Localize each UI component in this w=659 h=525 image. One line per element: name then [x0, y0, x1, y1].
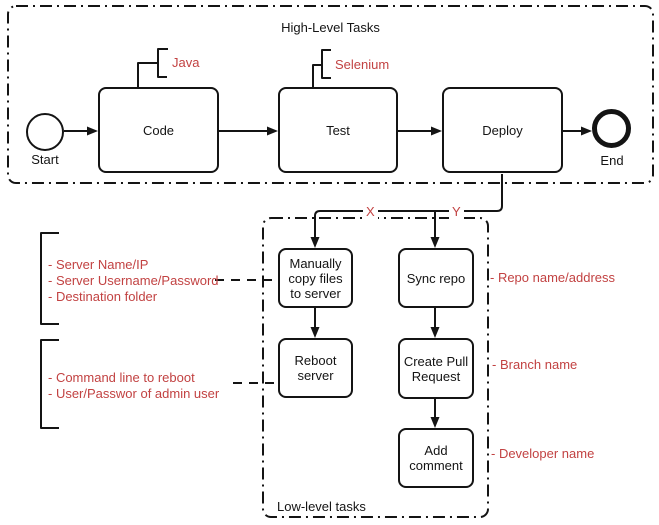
- task-deploy: Deploy: [442, 87, 563, 173]
- server-info-bracket: [40, 232, 59, 325]
- arrowheads: [87, 126, 592, 428]
- java-leader-line: [137, 62, 158, 87]
- high-level-title: High-Level Tasks: [281, 20, 380, 35]
- low-level-title: Low-level tasks: [277, 499, 366, 514]
- start-event-circle: [26, 113, 64, 151]
- task-sync-repo-label: Sync repo: [406, 270, 466, 286]
- selenium-leader-line: [312, 64, 322, 87]
- branch-label-y: Y: [449, 204, 464, 219]
- branch-label-x: X: [363, 204, 378, 219]
- task-reboot-server-label: Reboot server: [294, 353, 337, 383]
- annotation-server-info: - Server Name/IP - Server Username/Passw…: [48, 257, 219, 305]
- annotation-java: Java: [172, 55, 200, 70]
- task-add-comment-label: Add comment: [409, 443, 463, 473]
- task-create-pull-request: Create Pull Request: [398, 338, 474, 399]
- task-copy-files: Manually copy files to server: [278, 248, 353, 308]
- annotation-repo-name: - Repo name/address: [490, 270, 616, 285]
- selenium-bracket: [321, 49, 331, 79]
- annotation-reboot-info: - Command line to reboot - User/Passwor …: [48, 370, 219, 402]
- task-create-pull-request-label: Create Pull Request: [403, 353, 469, 384]
- annotation-line: - Command line to reboot: [48, 370, 195, 385]
- annotation-selenium: Selenium: [335, 57, 390, 72]
- task-copy-files-label: Manually copy files to server: [288, 255, 343, 301]
- task-code: Code: [98, 87, 219, 173]
- reboot-info-bracket: [40, 339, 59, 429]
- annotation-developer-name: - Developer name: [491, 446, 595, 461]
- end-event-circle: [592, 109, 631, 148]
- annotation-branch-name: - Branch name: [492, 357, 578, 372]
- end-label: End: [600, 153, 624, 168]
- high-level-container-border: [7, 5, 654, 184]
- annotation-line: - Server Username/Password: [48, 273, 219, 288]
- start-label: Start: [31, 152, 59, 167]
- annotation-line: - Destination folder: [48, 289, 158, 304]
- task-code-label: Code: [142, 122, 175, 138]
- java-bracket: [157, 48, 168, 78]
- task-reboot-server: Reboot server: [278, 338, 353, 398]
- task-test-label: Test: [326, 122, 350, 138]
- connector-deploy-branch-x: [314, 174, 503, 237]
- task-sync-repo: Sync repo: [398, 248, 474, 308]
- annotation-line: - Server Name/IP: [48, 257, 149, 272]
- task-deploy-label: Deploy: [482, 122, 523, 138]
- task-test: Test: [278, 87, 398, 173]
- task-add-comment: Add comment: [398, 428, 474, 488]
- annotation-line: - User/Passwor of admin user: [48, 386, 220, 401]
